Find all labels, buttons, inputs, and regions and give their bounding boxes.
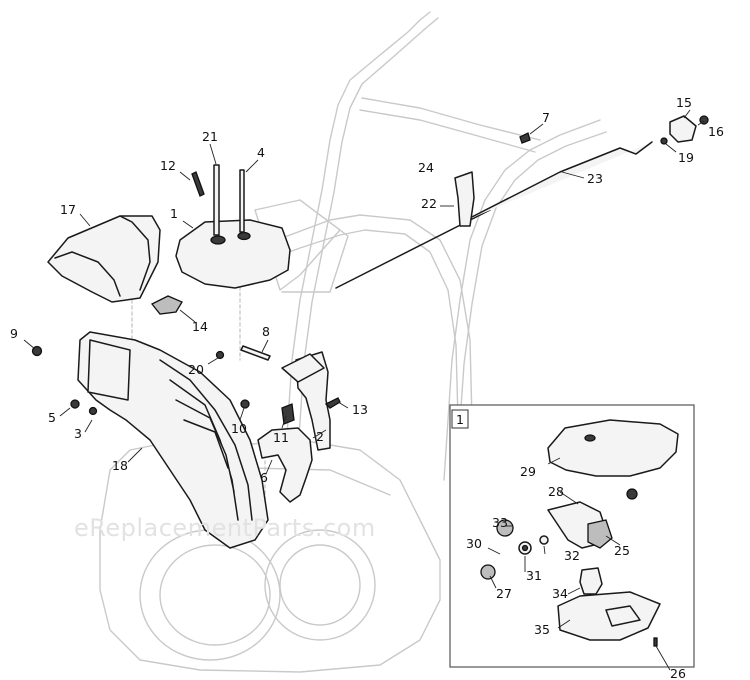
callout-6: 6	[260, 470, 268, 485]
callout-8: 8	[262, 324, 270, 339]
callout-9: 9	[10, 326, 18, 341]
callout-16: 16	[708, 124, 724, 139]
callout-31: 31	[526, 568, 542, 583]
control-cover	[175, 219, 291, 289]
callout-21: 21	[202, 129, 218, 144]
discharge-chute	[77, 331, 269, 549]
callout-24: 24	[418, 160, 434, 175]
inset-detail-box: 1	[449, 404, 695, 668]
callout-1: 1	[170, 206, 178, 221]
callout-30: 30	[466, 536, 482, 551]
callout-29: 29	[520, 464, 536, 479]
callout-27: 27	[496, 586, 512, 601]
callout-2: 2	[316, 429, 324, 444]
callout-25: 25	[614, 543, 630, 558]
chute-crank-assembly	[335, 115, 709, 289]
callout-17: 17	[60, 202, 76, 217]
callout-10: 10	[231, 421, 247, 436]
callout-5: 5	[48, 410, 56, 425]
callout-34: 34	[552, 586, 568, 601]
callout-numbers: 1 2 3 4 5 6 7 8 9 10 11 12 13 14 15 16 1…	[10, 95, 724, 680]
callout-15: 15	[676, 95, 692, 110]
callout-32: 32	[564, 548, 580, 563]
callout-12: 12	[160, 158, 176, 173]
callout-33: 33	[492, 515, 508, 530]
callout-22: 22	[421, 196, 437, 211]
hardware-pieces	[31, 164, 341, 425]
callout-35: 35	[534, 622, 550, 637]
watermark: eReplacementParts.com	[74, 514, 376, 542]
callout-14: 14	[192, 319, 208, 334]
deflector-knob	[150, 295, 183, 315]
callout-7: 7	[542, 110, 550, 125]
chute-deflector	[47, 215, 161, 303]
inset-label: 1	[456, 412, 464, 427]
callout-23: 23	[587, 171, 603, 186]
mounting-bracket	[257, 351, 331, 503]
leader-lines	[23, 109, 705, 671]
callout-19: 19	[678, 150, 694, 165]
callout-26: 26	[670, 666, 686, 680]
callout-11: 11	[273, 430, 289, 445]
callout-13: 13	[352, 402, 368, 417]
callout-4: 4	[257, 145, 265, 160]
callout-18: 18	[112, 458, 128, 473]
callout-28: 28	[548, 484, 564, 499]
callout-20: 20	[188, 362, 204, 377]
callout-3: 3	[74, 426, 82, 441]
